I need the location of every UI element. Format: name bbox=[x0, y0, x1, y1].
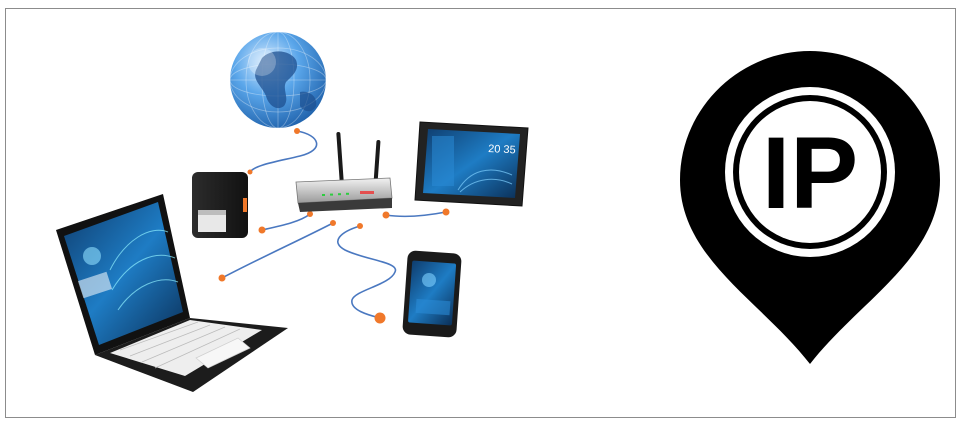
modem-icon bbox=[192, 172, 248, 238]
connector-dot bbox=[294, 128, 300, 134]
location-pin-icon: IP bbox=[680, 51, 940, 364]
connector-dot bbox=[357, 223, 363, 229]
connector-dot bbox=[330, 220, 336, 226]
connector-dot bbox=[248, 170, 253, 175]
connector-dot bbox=[443, 209, 450, 216]
cable-globe-router bbox=[250, 131, 317, 172]
tablet-clock: 20 35 bbox=[488, 143, 516, 156]
router-icon bbox=[296, 132, 392, 212]
connector-dot bbox=[219, 275, 226, 282]
globe-icon bbox=[230, 32, 326, 128]
ip-marker-label: IP bbox=[762, 116, 858, 230]
smartphone-icon bbox=[402, 250, 462, 338]
connector-dot bbox=[307, 211, 313, 217]
cable-router-modem bbox=[262, 214, 310, 230]
laptop-icon bbox=[56, 194, 288, 392]
tablet-icon: 20 35 bbox=[415, 122, 528, 206]
connector-dot bbox=[259, 227, 266, 234]
connector-dot bbox=[383, 212, 390, 219]
connector-dot bbox=[375, 313, 386, 324]
cable-router-phone bbox=[338, 226, 396, 318]
cable-router-tablet bbox=[386, 212, 446, 216]
